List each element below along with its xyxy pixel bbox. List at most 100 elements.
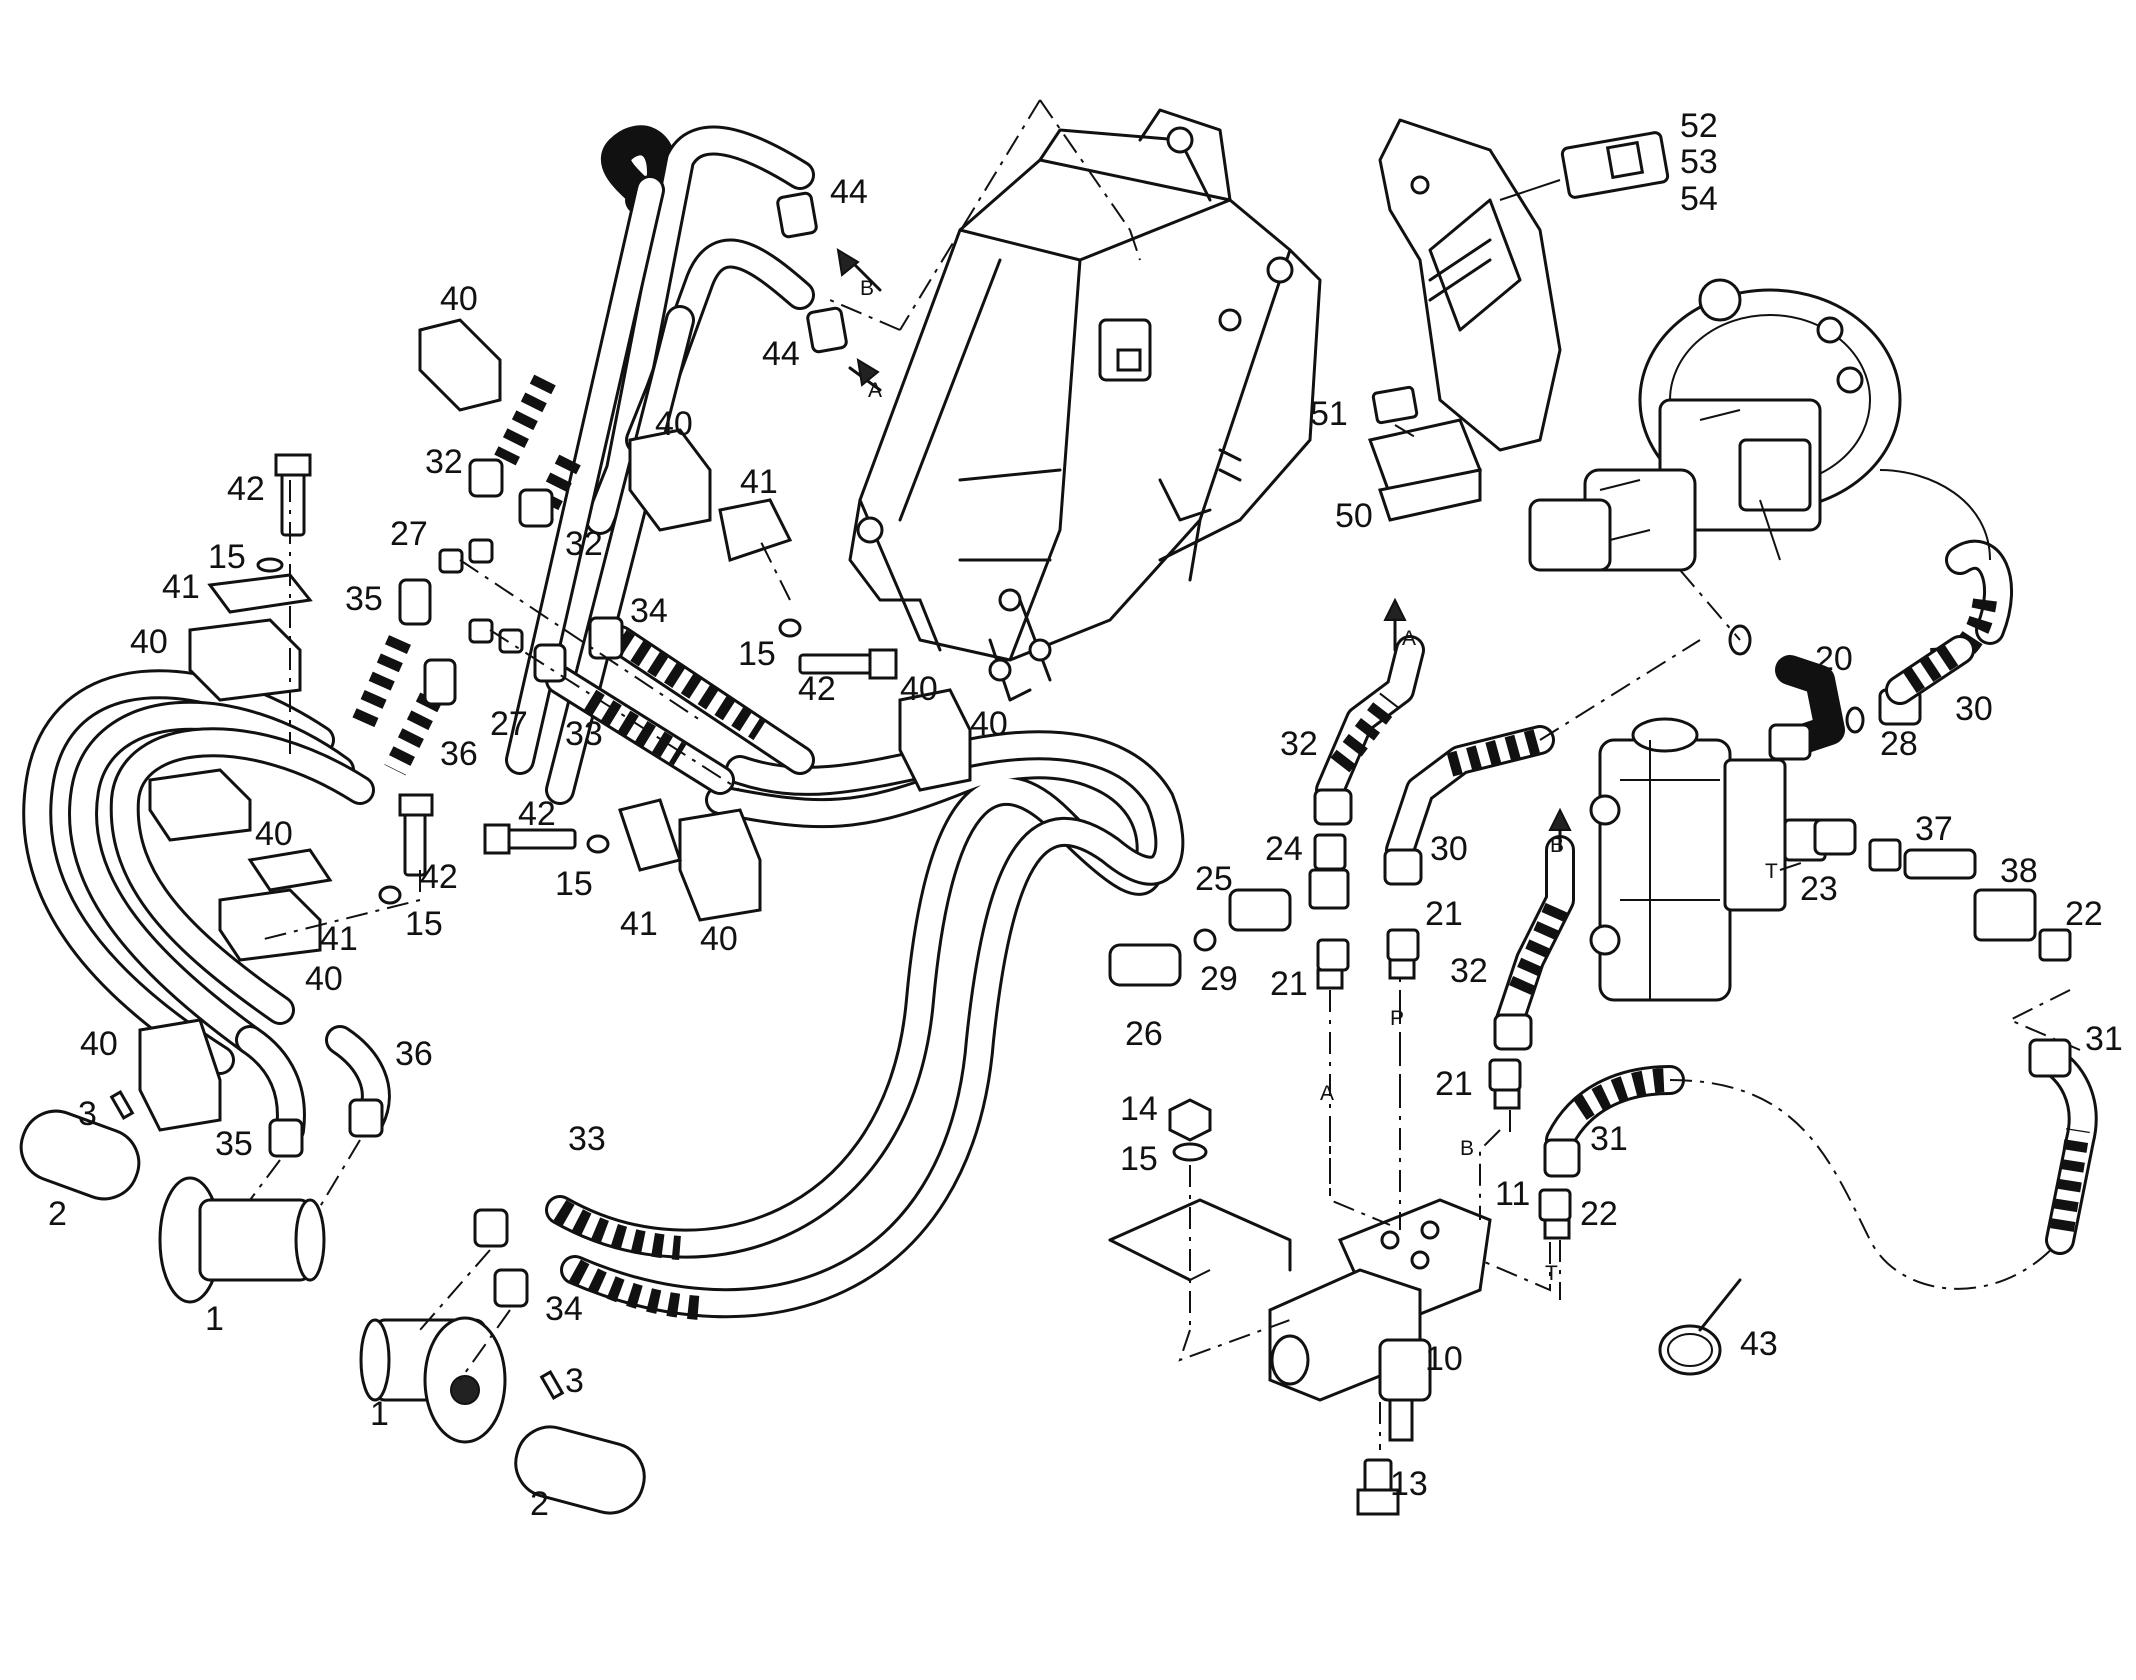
callout-52: 52 (1680, 107, 1718, 145)
callout-36-b: 36 (395, 1035, 433, 1073)
callout-40-g: 40 (80, 1025, 118, 1063)
callout-3-right: 3 (565, 1362, 584, 1400)
callout-14: 14 (1120, 1090, 1158, 1128)
callout-42-b: 42 (798, 670, 836, 708)
port-label-t-valve: T (1765, 860, 1778, 883)
bolts-washers (256, 453, 898, 941)
callout-34-b: 34 (545, 1290, 583, 1328)
callout-33-a: 33 (565, 715, 603, 753)
callout-33-b: 33 (568, 1120, 606, 1158)
cylinder-left (19, 1090, 326, 1304)
callout-43: 43 (1740, 1325, 1778, 1363)
callout-40-a: 40 (440, 280, 478, 318)
callout-37: 37 (1915, 810, 1953, 848)
callout-labels: 1 1 2 2 3 3 10 11 13 14 15 15 15 15 15 2… (48, 107, 2123, 1523)
upper-left-hoses (349, 125, 815, 805)
flow-arrows-top (836, 248, 880, 387)
callout-11: 11 (1495, 1175, 1530, 1213)
port-label-t-lower: T (1545, 1262, 1558, 1285)
callout-44-a: 44 (830, 173, 868, 211)
hose-31-right (1543, 1038, 2098, 1290)
callout-13: 13 (1390, 1465, 1428, 1503)
callout-35-b: 35 (215, 1125, 253, 1163)
callout-29: 29 (1200, 960, 1238, 998)
callout-36-a: 36 (440, 735, 478, 773)
callout-26: 26 (1125, 1015, 1163, 1053)
flow-arrows-center (1383, 597, 1572, 852)
fittings-lower-left (235, 1025, 391, 1241)
callout-2-right: 2 (530, 1485, 549, 1523)
callout-40-i: 40 (900, 670, 938, 708)
callout-40-c: 40 (130, 623, 168, 661)
callout-1-right: 1 (370, 1395, 389, 1433)
callout-21-c: 21 (1435, 1065, 1473, 1103)
callout-15-c: 15 (405, 905, 443, 943)
callout-25: 25 (1195, 860, 1233, 898)
port-label-a-line: A (1320, 1082, 1334, 1105)
callout-44-b: 44 (762, 335, 800, 373)
hose-clamp (1658, 1278, 1742, 1376)
solenoid-valve (1108, 960, 1551, 1516)
callout-32-d: 32 (1450, 952, 1488, 990)
callout-27-b: 27 (490, 705, 528, 743)
port-label-b-top: B (860, 277, 874, 300)
callout-21-a: 21 (1270, 965, 1308, 1003)
callout-41-c: 41 (320, 920, 358, 958)
port-label-a-arrow: A (1402, 627, 1416, 650)
cab-shroud (1368, 118, 1670, 522)
cylinder-right (359, 1208, 646, 1515)
callout-23: 23 (1800, 870, 1838, 908)
callout-41-b: 41 (162, 568, 200, 606)
callout-21-b: 21 (1425, 895, 1463, 933)
port-label-a-top: A (868, 379, 882, 402)
callout-41-d: 41 (620, 905, 658, 943)
hose-loops-left (22, 669, 375, 1075)
callout-28: 28 (1880, 725, 1918, 763)
hose-end-fittings-44 (776, 191, 882, 392)
loader-frame (829, 99, 1322, 702)
callout-31-b: 31 (1590, 1120, 1628, 1158)
fittings-center (1108, 635, 1701, 1300)
callout-22-a: 22 (2065, 895, 2103, 933)
callout-35-a: 35 (345, 580, 383, 618)
callout-15-b: 15 (738, 635, 776, 673)
callout-50: 50 (1335, 497, 1373, 535)
callout-15-e: 15 (1120, 1140, 1158, 1178)
callout-34-a: 34 (630, 592, 668, 630)
callout-40-b: 40 (655, 405, 693, 443)
callout-2-left: 2 (48, 1195, 67, 1233)
clamp-blocks (138, 318, 972, 1132)
callout-41-a: 41 (740, 463, 778, 501)
callout-40-h: 40 (700, 920, 738, 958)
engine-pump (1528, 278, 2013, 672)
callout-40-f: 40 (305, 960, 343, 998)
callout-42-a: 42 (227, 470, 265, 508)
callout-20: 20 (1815, 640, 1853, 678)
callout-3-left: 3 (78, 1095, 97, 1133)
callout-40-d: 40 (970, 705, 1008, 743)
callout-1-left: 1 (205, 1300, 224, 1338)
callout-54: 54 (1680, 180, 1718, 218)
fittings-right-upper (1679, 569, 1975, 761)
port-label-b-arrow: B (1550, 834, 1564, 857)
callout-30-a: 30 (1955, 690, 1993, 728)
port-labels: A B A B A P B T T (860, 277, 1778, 1285)
hose-fittings-upper (398, 458, 741, 791)
callout-24: 24 (1265, 830, 1303, 868)
port-label-p: P (1390, 1007, 1404, 1030)
callout-10: 10 (1425, 1340, 1463, 1378)
port-label-b-line: B (1460, 1137, 1474, 1160)
callout-30-b: 30 (1430, 830, 1468, 868)
control-valve (1589, 717, 2081, 1051)
callout-40-e: 40 (255, 815, 293, 853)
callout-32-a: 32 (425, 443, 463, 481)
callout-32-b: 32 (565, 525, 603, 563)
callout-27-a: 27 (390, 515, 428, 553)
callout-32-c: 32 (1280, 725, 1318, 763)
callout-38: 38 (2000, 852, 2038, 890)
callout-42-c: 42 (518, 795, 556, 833)
callout-53: 53 (1680, 143, 1718, 181)
callout-51: 51 (1310, 395, 1348, 433)
callout-15-d: 15 (555, 865, 593, 903)
